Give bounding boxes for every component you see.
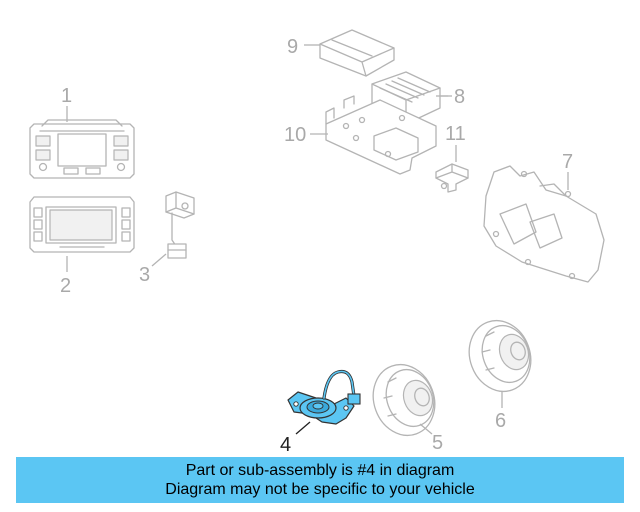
part-3-connector[interactable] xyxy=(165,191,195,259)
callout-3[interactable]: 3 xyxy=(139,264,150,286)
callout-9[interactable]: 9 xyxy=(287,36,298,58)
part-2-display-unit[interactable] xyxy=(29,196,135,253)
callout-11[interactable]: 11 xyxy=(445,123,466,145)
leader-line-4 xyxy=(295,421,311,435)
callout-4[interactable]: 4 xyxy=(280,434,291,456)
part-10-mounting-bracket[interactable] xyxy=(325,95,437,175)
leader-line-5 xyxy=(419,423,433,435)
part-4-tweeter[interactable] xyxy=(287,369,361,425)
banner-line-disclaimer: Diagram may not be specific to your vehi… xyxy=(165,481,475,498)
part-9-module-cover[interactable] xyxy=(319,29,395,77)
part-11-small-bracket[interactable] xyxy=(435,163,469,193)
part-7-trim-panel[interactable] xyxy=(483,165,605,283)
info-banner: Part or sub-assembly is #4 in diagram Di… xyxy=(16,457,624,503)
callout-2[interactable]: 2 xyxy=(60,275,71,297)
callout-8[interactable]: 8 xyxy=(454,86,465,108)
callout-6[interactable]: 6 xyxy=(495,410,506,432)
part-5-speaker[interactable] xyxy=(363,356,444,444)
callout-5[interactable]: 5 xyxy=(432,432,443,454)
banner-line-part-number: Part or sub-assembly is #4 in diagram xyxy=(185,462,455,479)
callout-1[interactable]: 1 xyxy=(61,85,72,107)
part-1-radio-unit[interactable] xyxy=(29,119,135,179)
callout-7[interactable]: 7 xyxy=(562,151,573,173)
leader-line-3 xyxy=(151,253,167,267)
callout-10[interactable]: 10 xyxy=(284,124,306,146)
part-6-speaker[interactable] xyxy=(459,312,540,400)
